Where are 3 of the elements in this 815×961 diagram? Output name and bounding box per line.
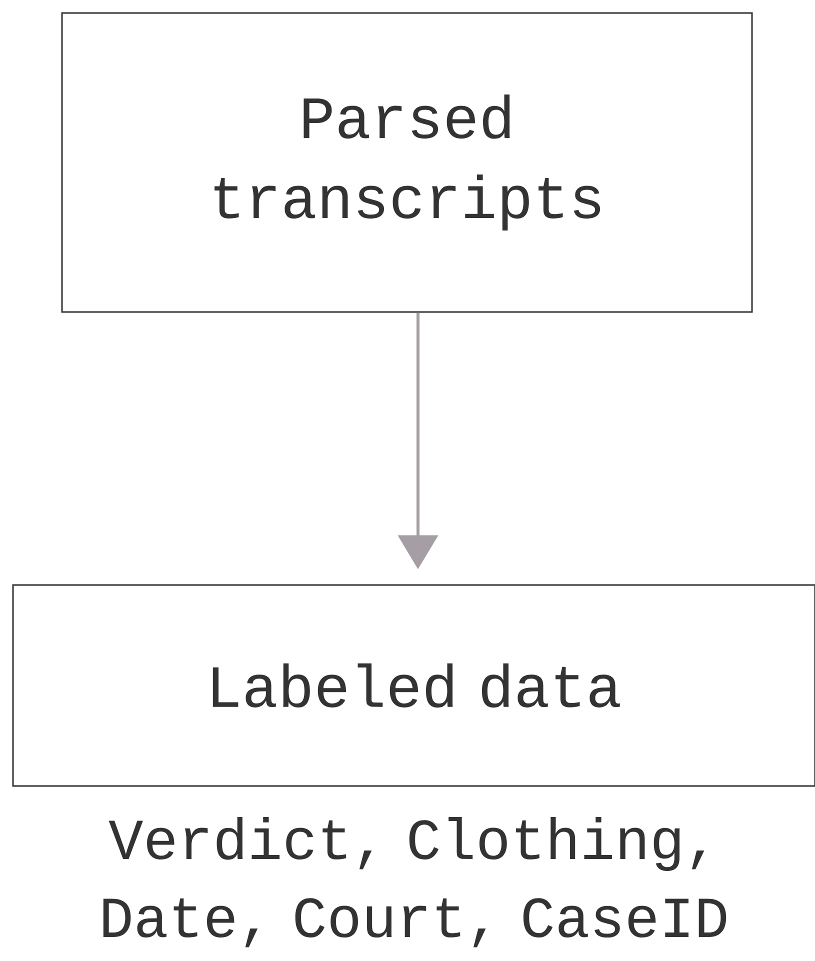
process-box: Parsed transcripts <box>61 12 753 313</box>
process-box: Labeled data <box>12 584 815 787</box>
node-label: Verdict, Clothing, Date, Court, CaseID <box>103 816 726 948</box>
